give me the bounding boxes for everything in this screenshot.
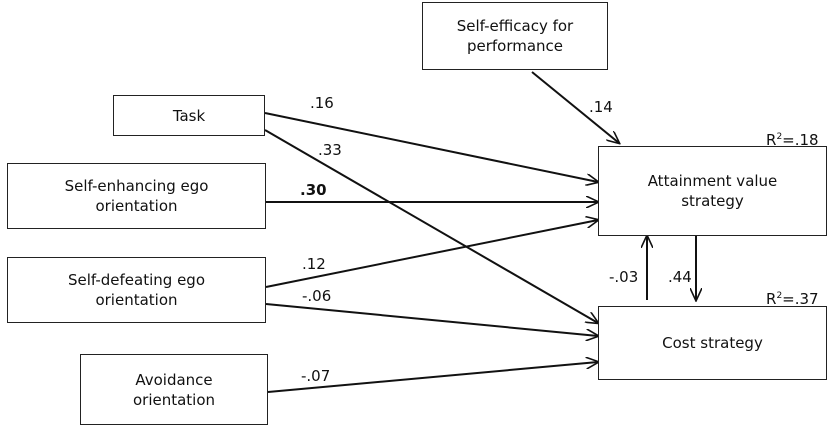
coef-self-efficacy-to-attainment: .14 [589,98,613,116]
node-self-efficacy: Self-efficacy for performance [422,2,608,70]
r-squared-attainment: R2=.18 [766,131,819,149]
coef-task-to-cost: .33 [318,141,342,159]
node-attainment: Attainment value strategy [598,146,827,236]
arrow-self-defeating-to-attainment [265,220,598,288]
node-self-defeating: Self-defeating ego orientation [7,257,266,323]
coef-attainment-to-cost: .44 [668,268,692,286]
coef-cost-to-attainment: -.03 [609,268,639,286]
node-self-enhancing: Self-enhancing ego orientation [7,163,266,229]
arrow-self-efficacy-to-attainment [531,71,619,143]
coef-task-to-attainment: .16 [310,94,334,112]
coef-avoidance-to-cost: -.07 [301,367,331,385]
arrow-avoidance-to-cost [267,362,598,393]
arrow-task-to-attainment [264,112,598,182]
r-squared-cost: R2=.37 [766,290,819,308]
arrow-self-defeating-to-cost [265,303,598,336]
node-avoidance: Avoidance orientation [80,354,268,425]
arrow-task-to-cost [264,129,598,323]
coef-self-defeating-to-attainment: .12 [302,255,326,273]
node-task: Task [113,95,265,136]
node-cost: Cost strategy [598,306,827,380]
coef-self-enhancing-to-attainment: .30 [300,181,327,199]
coef-self-defeating-to-cost: -.06 [302,287,332,305]
